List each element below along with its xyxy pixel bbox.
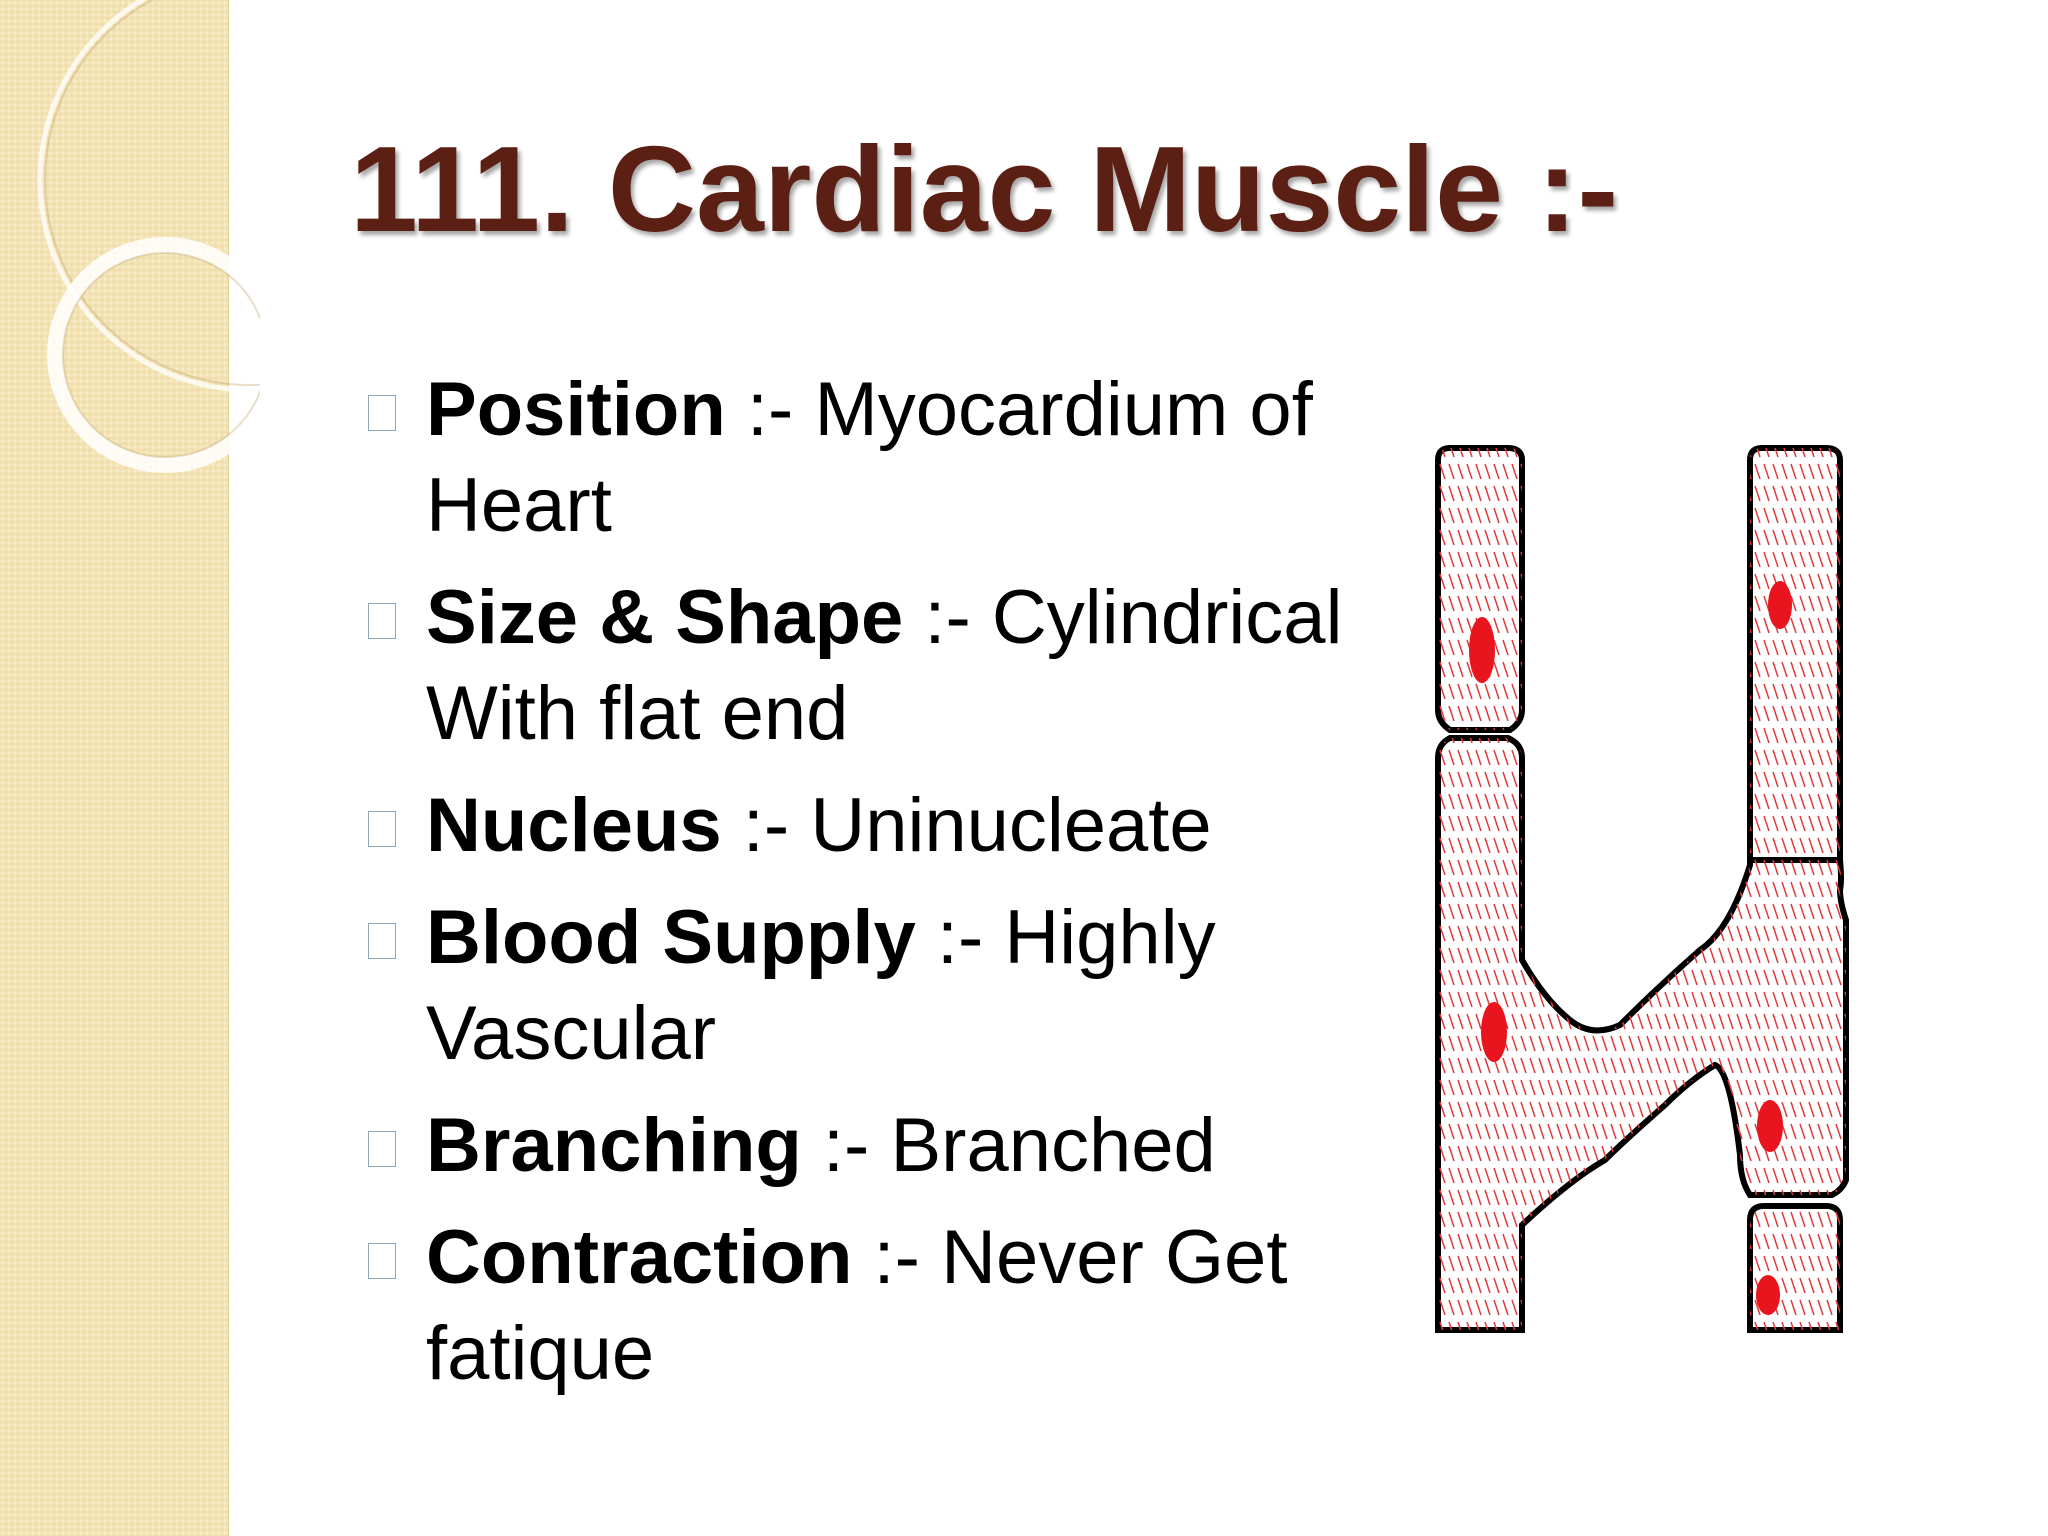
bullet-description: Never Get fatique — [426, 1215, 1288, 1396]
bullet-separator: :- — [725, 367, 815, 452]
nucleus — [1757, 1100, 1783, 1152]
bullet-separator: :- — [915, 895, 1005, 980]
bullet-separator: :- — [801, 1103, 891, 1188]
bullet-branching: Branching :- Branched — [366, 1098, 1366, 1194]
branched-junction-cell — [1435, 735, 1849, 1333]
square-bullet-icon — [368, 395, 396, 431]
bullet-term: Branching — [426, 1103, 802, 1188]
cardiac-muscle-diagram — [1435, 445, 1849, 1333]
bullet-position: Position :- Myocardium of Heart — [366, 362, 1366, 554]
bullet-separator: :- — [721, 783, 811, 868]
bullet-description: Cylindrical With flat end — [426, 575, 1343, 756]
bullet-term: Nucleus — [426, 783, 722, 868]
bullet-size-shape: Size & Shape :- Cylindrical With flat en… — [366, 570, 1366, 762]
left-fiber-upper-cell — [1435, 445, 1525, 733]
bullet-separator: :- — [852, 1215, 942, 1300]
bullet-list: Position :- Myocardium of Heart Size & S… — [366, 362, 1366, 1418]
bullet-term: Blood Supply — [426, 895, 916, 980]
bullet-description: Myocardium of Heart — [426, 367, 1313, 548]
square-bullet-icon — [368, 811, 396, 847]
bullet-description: Highly Vascular — [426, 895, 1216, 1076]
right-fiber-upper-cell — [1747, 445, 1843, 863]
bullet-term: Size & Shape — [426, 575, 904, 660]
square-bullet-icon — [368, 603, 396, 639]
bullet-description: Uninucleate — [810, 783, 1212, 868]
bullet-contraction: Contraction :- Never Get fatique — [366, 1210, 1366, 1402]
ring-ornament-icon — [37, 0, 260, 473]
right-fiber-lower-cell — [1747, 1203, 1843, 1333]
nucleus — [1469, 617, 1495, 683]
nucleus — [1756, 1275, 1780, 1315]
nucleus — [1768, 581, 1792, 629]
bullet-description: Branched — [890, 1103, 1216, 1188]
square-bullet-icon — [368, 923, 396, 959]
nucleus — [1481, 1002, 1507, 1062]
bullet-blood-supply: Blood Supply :- Highly Vascular — [366, 890, 1366, 1082]
bullet-separator: :- — [903, 575, 992, 660]
bullet-term: Position — [426, 367, 726, 452]
square-bullet-icon — [368, 1131, 396, 1167]
bullet-nucleus: Nucleus :- Uninucleate — [366, 778, 1366, 874]
bullet-term: Contraction — [426, 1215, 853, 1300]
square-bullet-icon — [368, 1243, 396, 1279]
slide-title: 111. Cardiac Muscle :- — [350, 121, 1619, 257]
